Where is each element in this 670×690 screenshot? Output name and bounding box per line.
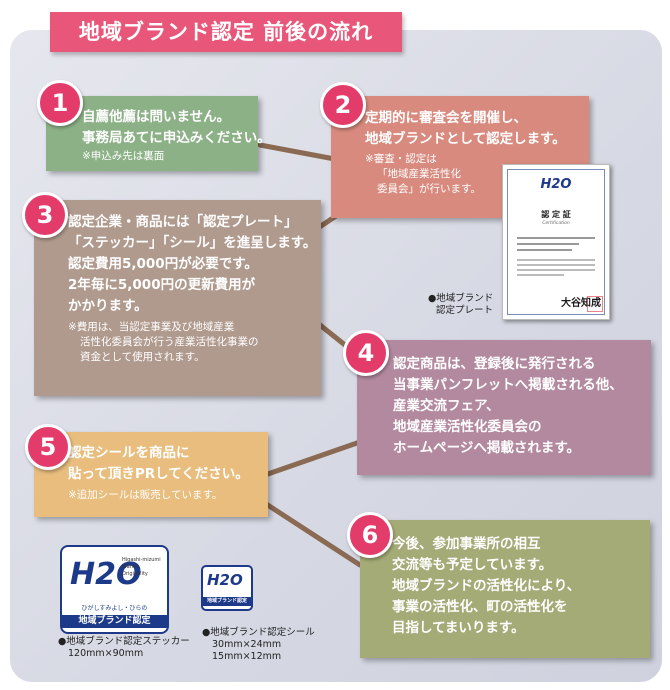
connector-5-6 (257, 497, 363, 568)
sticker-caption: ●地域ブランド認定ステッカー 120mm×90mm (58, 636, 190, 660)
step-2-note: 委員会」が行います。 (377, 183, 481, 195)
step-2-line: 地域ブランドとして認定します。 (365, 131, 566, 147)
step-3-line: 2年毎に5,000円の更新費用が (68, 277, 256, 293)
sticker-caption-line: 120mm×90mm (68, 648, 144, 659)
step-2-line: 定期的に審査会を開催し、 (365, 110, 527, 126)
step-4-number: 4 (343, 330, 389, 376)
certificate-logo: H2O (540, 177, 572, 192)
sticker-caption-line: ●地域ブランド認定ステッカー (58, 636, 190, 647)
step-2-note: 「地域産業活性化 (377, 168, 461, 180)
plate-caption-line: 認定プレート (436, 305, 494, 316)
page-title: 地域ブランド認定 前後の流れ (50, 12, 402, 52)
certificate-heading: 認 定 証 (541, 210, 571, 219)
step-6-number: 6 (347, 512, 393, 558)
step-5-line: 認定シールを商品に (68, 445, 190, 461)
certificate-subheading: Certification (542, 221, 570, 226)
step-1-line: 自薦他薦は問いません。 (82, 109, 231, 125)
step-6-line: 交流等も予定しています。 (392, 557, 553, 573)
step-1-note: ※申込み先は裏面 (82, 150, 165, 162)
step-4-line: 地域産業活性化委員会の (393, 419, 542, 435)
seal-bottom-main: 地域ブランド認定 (203, 597, 251, 606)
seal-caption: ●地域ブランド認定シール 30mm×24mm 15mm×12mm (202, 627, 315, 663)
step-4-line: 産業交流フェア、 (393, 398, 500, 414)
step-3-line: かかります。 (68, 298, 148, 314)
plate-caption: ●地域ブランド 認定プレート (428, 293, 493, 317)
sticker-tagline-line: Wanna (122, 564, 140, 570)
connector-1-2 (257, 142, 343, 163)
sticker-tagline-line: Originality (122, 571, 148, 577)
step-3-number: 3 (22, 192, 68, 238)
plate-caption-line: ●地域ブランド (428, 293, 494, 304)
certificate-signature: 大谷知成 (561, 298, 601, 309)
step-3-line: 認定企業・商品には「認定プレート」 (68, 214, 298, 230)
seal-caption-line: 30mm×24mm (212, 639, 282, 650)
certificate-plate-image: H2O 認 定 証 Certification 大谷知成 (502, 164, 610, 320)
seal-logo: H2O (207, 571, 243, 589)
step-5-line: 貼って頂きPRしてください。 (68, 466, 249, 482)
step-5-box: 認定シールを商品に 貼って頂きPRしてください。 ※追加シールは販売しています。 (34, 432, 268, 517)
step-2-note: ※審査・認定は (365, 153, 437, 165)
step-3-box: 認定企業・商品には「認定プレート」 「ステッカー」「シール」を進呈します。 認定… (34, 200, 321, 396)
step-4-line: 認定商品は、登録後に発行される (393, 356, 596, 372)
sticker-tagline-line: Higashi-mizumi (122, 557, 161, 563)
sticker-logo: H2O (70, 557, 142, 592)
step-1-line: 事務局あてに申込みください。 (82, 130, 271, 146)
brand-seal-image: H2O 地域ブランド認定 (201, 565, 253, 611)
step-5-note: ※追加シールは販売しています。 (68, 489, 223, 501)
brand-sticker-image: H2O Higashi-mizumi Wanna Originality ひがし… (60, 545, 169, 634)
sticker-tagline: Higashi-mizumi Wanna Originality (122, 557, 161, 578)
sticker-bottom-main: 地域ブランド認定 (62, 615, 167, 628)
step-3-line: 認定費用5,000円が必要です。 (68, 256, 258, 272)
step-1-number: 1 (37, 80, 83, 126)
certificate-seal-icon (587, 296, 603, 312)
step-6-line: 事業の活性化、町の活性化を (392, 599, 568, 615)
step-4-box: 認定商品は、登録後に発行される 当事業パンフレットへ掲載される他、 産業交流フェ… (357, 340, 651, 475)
step-4-line: 当事業パンフレットへ掲載される他、 (393, 377, 623, 393)
certificate-text-lines (517, 233, 595, 279)
seal-caption-line: 15mm×12mm (212, 651, 282, 662)
step-4-line: ホームページへ掲載されます。 (393, 440, 580, 456)
seal-caption-line: ●地域ブランド認定シール (202, 627, 315, 638)
step-3-note: 資金として使用されます。 (80, 351, 205, 363)
step-5-number: 5 (25, 424, 71, 470)
step-1-box: 自薦他薦は問いません。 事務局あてに申込みください。 ※申込み先は裏面 (46, 96, 271, 171)
sticker-bottom-small: ひがしすみよし・ひらの (81, 605, 148, 612)
step-2-number: 2 (320, 82, 366, 128)
step-3-note: 活性化委員会が行う産業活性化事業の (80, 336, 259, 348)
step-6-line: 目指してまいります。 (392, 620, 525, 636)
step-3-line: 「ステッカー」「シール」を進呈します。 (68, 235, 317, 251)
step-6-box: 今後、参加事業所の相互 交流等も予定しています。 地域ブランドの活性化により、 … (360, 520, 650, 658)
step-6-line: 今後、参加事業所の相互 (392, 536, 541, 552)
step-6-line: 地域ブランドの活性化により、 (392, 578, 581, 594)
step-3-note: ※費用は、当認定事業及び地域産業 (68, 321, 235, 333)
